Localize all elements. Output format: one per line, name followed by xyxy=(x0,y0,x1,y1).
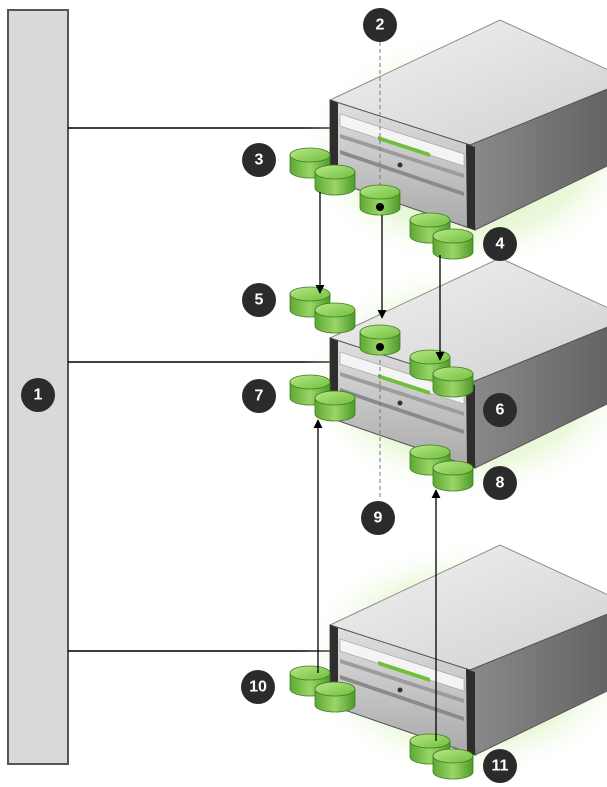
callout-11: 11 xyxy=(483,749,517,783)
svg-text:4: 4 xyxy=(496,236,505,253)
callout-4: 4 xyxy=(483,227,517,261)
svg-text:1: 1 xyxy=(34,387,43,404)
svg-text:5: 5 xyxy=(255,292,264,309)
callout-9: 9 xyxy=(361,501,395,535)
callout-2: 2 xyxy=(363,8,397,42)
svg-text:11: 11 xyxy=(492,758,509,775)
callout-7: 7 xyxy=(242,379,276,413)
svg-text:9: 9 xyxy=(374,510,383,527)
callout-3: 3 xyxy=(242,143,276,177)
callout-6: 6 xyxy=(483,393,517,427)
svg-text:2: 2 xyxy=(376,17,385,34)
svg-text:6: 6 xyxy=(496,402,505,419)
svg-text:8: 8 xyxy=(496,475,505,492)
callout-8: 8 xyxy=(483,466,517,500)
svg-text:3: 3 xyxy=(255,152,264,169)
disk-single-center-middle xyxy=(359,324,401,356)
callout-5: 5 xyxy=(242,283,276,317)
svg-text:10: 10 xyxy=(249,679,267,696)
disk-single-center-top xyxy=(359,184,401,216)
callout-1: 1 xyxy=(21,378,55,412)
disk-group-5 xyxy=(289,286,356,334)
callout-10: 10 xyxy=(241,670,275,704)
svg-text:7: 7 xyxy=(255,388,264,405)
